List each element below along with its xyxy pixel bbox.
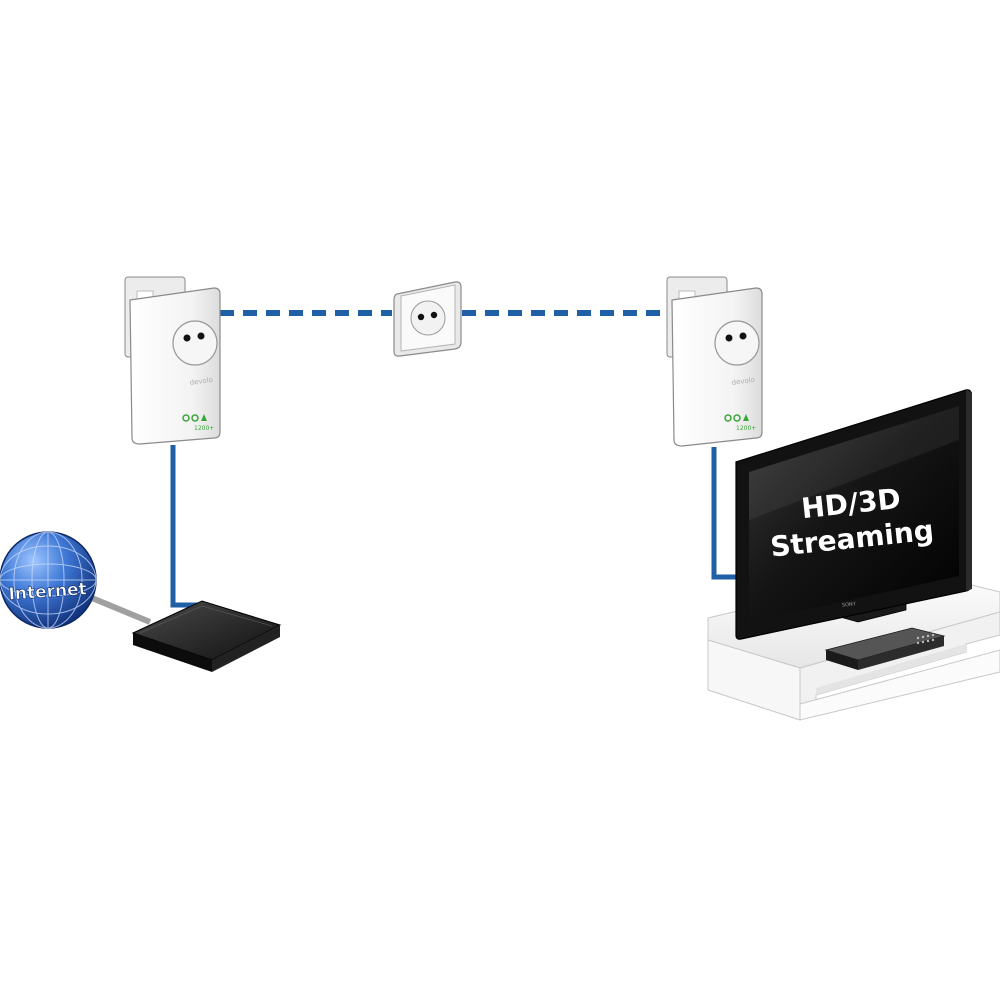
powerline-adapter-left: devolo 1200+ <box>124 276 221 445</box>
wall-socket <box>393 281 462 357</box>
blu-ray-player <box>824 627 946 670</box>
adapter-brand-label: devolo <box>189 376 213 387</box>
router <box>131 600 282 672</box>
tv-brand-label: SONY <box>842 601 857 609</box>
outlet-face-icon <box>714 320 760 366</box>
outlet-face-icon <box>172 320 218 366</box>
adapter-model-label: 1200+ <box>736 425 756 432</box>
internet-cable <box>90 595 152 625</box>
adapter-model-label: 1200+ <box>194 425 214 432</box>
adapter-brand-label: devolo <box>731 376 755 387</box>
tv-screen <box>749 406 959 622</box>
powerline-adapter-right: devolo 1200+ <box>666 276 763 447</box>
status-led-icons <box>182 414 207 422</box>
globe-icon: Internet <box>0 531 97 629</box>
ethernet-cable-left <box>170 445 205 608</box>
status-led-icons <box>724 414 749 422</box>
television: HD/3D Streaming SONY <box>735 389 972 640</box>
ethernet-cable-right <box>711 447 742 580</box>
socket-face-icon <box>410 300 446 336</box>
